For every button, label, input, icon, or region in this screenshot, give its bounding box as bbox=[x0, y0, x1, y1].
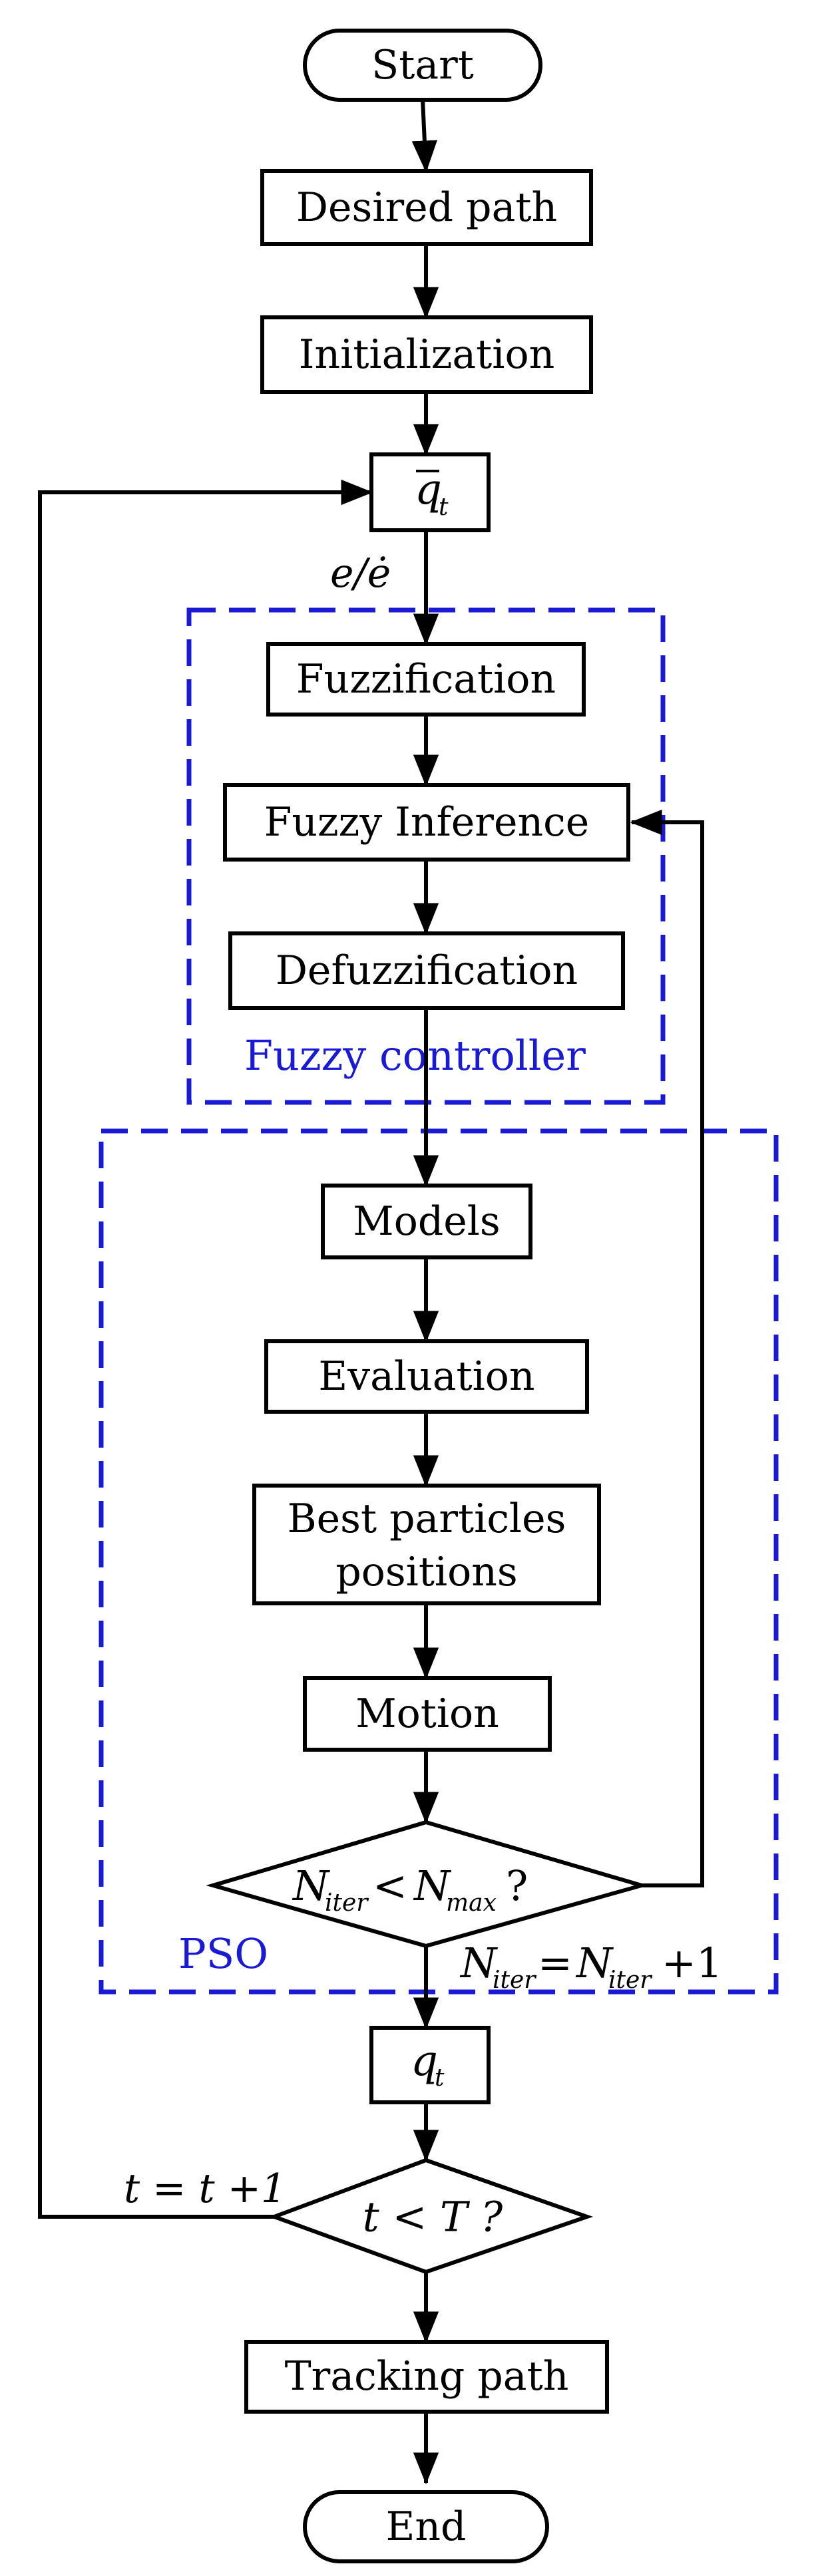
desired-path-label: Desired path bbox=[296, 184, 557, 231]
n-max-subscript: max bbox=[446, 1889, 497, 1917]
iteration-update-label: N iter = N iter +1 bbox=[459, 1939, 722, 1994]
fuzzy-inference-label: Fuzzy Inference bbox=[264, 799, 589, 846]
time-update-label: t = t +1 bbox=[124, 2166, 286, 2212]
motion-label: Motion bbox=[355, 1690, 499, 1737]
arrow-start-to-desired bbox=[411, 99, 438, 173]
iteration-decision-text: N iter < N max ? bbox=[292, 1861, 528, 1917]
motion-box bbox=[303, 1676, 552, 1752]
pso-label: PSO bbox=[178, 1929, 268, 1978]
update-n-iter-lhs: N bbox=[459, 1939, 499, 1987]
arrow-iter-loop-feedback bbox=[630, 809, 704, 1887]
q-t-symbol: q t bbox=[411, 2036, 445, 2092]
q-bar-main: q bbox=[415, 465, 442, 514]
q-t-subscript: t bbox=[435, 2064, 445, 2092]
q-t-main: q bbox=[411, 2036, 438, 2086]
update-n-iter-lhs-subscript: iter bbox=[493, 1967, 536, 1994]
best-particles-label-line1: Best particles bbox=[288, 1496, 566, 1542]
initialization-label: Initialization bbox=[299, 331, 554, 378]
time-decision-label: t < T ? bbox=[363, 2193, 503, 2241]
n-max-symbol: N bbox=[413, 1861, 452, 1910]
initialization-box bbox=[260, 315, 593, 394]
q-bar-box bbox=[369, 452, 491, 532]
fuzzification-label: Fuzzification bbox=[296, 656, 556, 703]
tracking-path-box bbox=[244, 2340, 609, 2414]
equals-operator: = bbox=[538, 1939, 572, 1987]
question-mark: ? bbox=[506, 1861, 528, 1910]
update-n-iter-rhs: N bbox=[575, 1939, 614, 1987]
update-n-iter-rhs-subscript: iter bbox=[608, 1967, 652, 1994]
q-bar-subscript: t bbox=[439, 494, 449, 521]
best-particles-label-line2: positions bbox=[335, 1549, 517, 1595]
tracking-path-label: Tracking path bbox=[285, 2353, 569, 2400]
fuzzy-controller-label: Fuzzy controller bbox=[244, 1031, 586, 1080]
evaluation-box bbox=[264, 1339, 589, 1414]
arrow-time-loop-feedback bbox=[38, 479, 373, 2219]
end-label: End bbox=[386, 2503, 467, 2550]
desired-path-box bbox=[260, 169, 593, 246]
n-iter-symbol: N bbox=[292, 1861, 331, 1910]
q-bar-symbol: q t bbox=[415, 465, 449, 521]
defuzzification-label: Defuzzification bbox=[276, 947, 578, 994]
defuzzification-box bbox=[228, 931, 625, 1010]
fuzzification-box bbox=[266, 642, 586, 717]
start-terminator bbox=[303, 29, 542, 102]
q-t-box bbox=[369, 2026, 491, 2104]
connectors bbox=[38, 99, 704, 2485]
end-terminator bbox=[303, 2490, 549, 2563]
plus-one: +1 bbox=[662, 1939, 722, 1987]
less-than-operator: < bbox=[373, 1861, 407, 1910]
models-box bbox=[321, 1184, 532, 1259]
time-decision-diamond bbox=[268, 2158, 594, 2275]
pso-group bbox=[99, 1128, 779, 1995]
models-label: Models bbox=[353, 1198, 500, 1245]
best-particles-box bbox=[252, 1484, 601, 1605]
error-derivative-label: e/ė bbox=[330, 550, 391, 597]
evaluation-label: Evaluation bbox=[318, 1353, 534, 1400]
n-iter-subscript: iter bbox=[325, 1889, 369, 1917]
fuzzy-inference-box bbox=[223, 783, 630, 862]
iteration-decision-diamond bbox=[206, 1820, 649, 1949]
start-label: Start bbox=[371, 42, 474, 88]
